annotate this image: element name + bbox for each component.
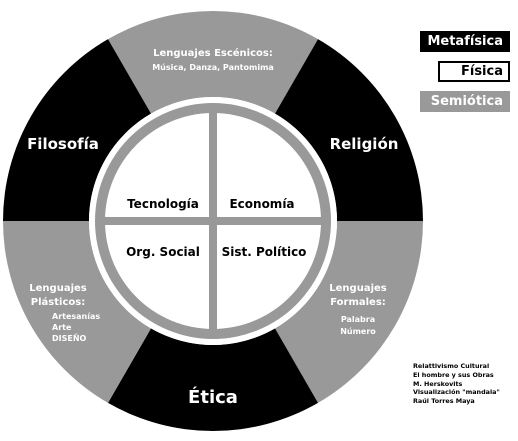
lower-left-line-4: Arte — [52, 323, 72, 332]
lower-right-line-4: Número — [340, 327, 376, 336]
quadrant-economia: Economía — [229, 197, 294, 211]
legend-semiotica-label: Semiótica — [430, 94, 503, 109]
quadrant-sist-politico: Sist. Político — [222, 245, 307, 259]
credit-line: Relattivismo Cultural — [413, 362, 490, 370]
credit-line: Visualización "mandala" — [413, 388, 500, 397]
label-religion: Religión — [330, 135, 399, 153]
label-filosofia: Filosofía — [27, 135, 99, 153]
lower-right-line-2: Formales: — [330, 297, 386, 308]
credit-line: El hombre y sus Obras — [413, 370, 494, 379]
segment-filosofia — [2, 39, 151, 221]
lower-left-line-5: DISEÑO — [52, 333, 87, 343]
quadrant-tecnologia: Tecnología — [127, 197, 199, 211]
segment-lenguajes-plasticos — [3, 221, 151, 403]
legend-metafisica-label: Metafísica — [427, 34, 503, 49]
lower-right-line-1: Lenguajes — [329, 283, 387, 294]
lower-right-line-3: Palabra — [341, 315, 375, 324]
credits-block: Relattivismo Cultural El hombre y sus Ob… — [413, 362, 500, 406]
legend-fisica: Física — [438, 61, 510, 82]
top-segment-title: Lenguajes Escénicos: — [153, 47, 273, 59]
legend-metafisica: Metafísica — [420, 31, 510, 52]
quadrant-org-social: Org. Social — [126, 245, 200, 259]
segment-etica — [108, 328, 318, 432]
lower-left-line-2: Plásticos: — [31, 296, 85, 308]
lower-left-line-1: Lenguajes — [29, 283, 87, 294]
lower-left-line-3: Artesanías — [52, 312, 100, 321]
top-segment-subtitle: Música, Danza, Pantomima — [152, 63, 274, 72]
segment-lenguajes-escenicos — [108, 10, 318, 114]
credit-line: M. Herskovits — [413, 379, 463, 388]
credit-line: Raúl Torres Maya — [413, 397, 475, 406]
segment-lenguajes-formales — [275, 221, 423, 403]
legend-fisica-label: Física — [460, 64, 503, 79]
segment-religion — [275, 39, 423, 221]
legend-semiotica: Semiótica — [420, 91, 510, 112]
label-etica: Ética — [188, 386, 238, 408]
